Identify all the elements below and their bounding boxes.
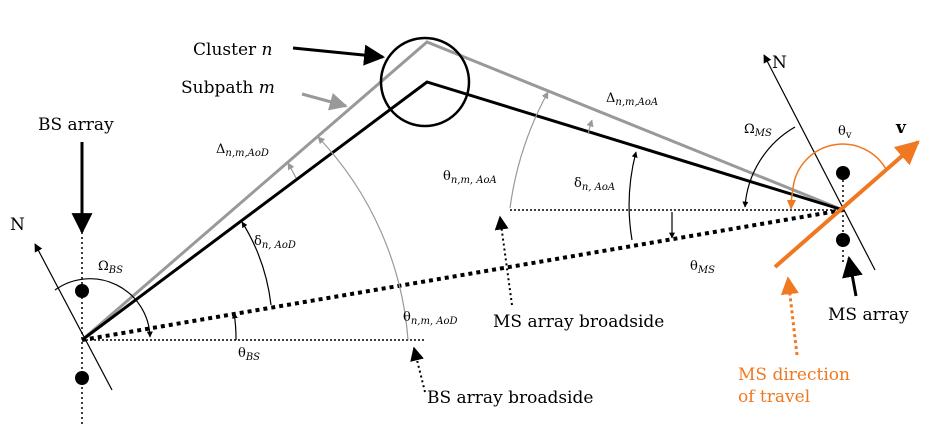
- delta-nm-aod-arc: [287, 162, 297, 179]
- velocity-label: v: [895, 118, 907, 138]
- north-bs-label: N: [10, 215, 25, 235]
- omega-bs-arc: [54, 278, 153, 338]
- theta-bs-arc: [231, 312, 238, 341]
- ms-direction-pointer: [780, 276, 799, 356]
- ms-broadside-pointer: [494, 215, 513, 306]
- bs-array-label: BS array: [38, 115, 114, 135]
- bs-broadside-pointer: [410, 346, 426, 393]
- subpath-m: [81, 40, 844, 342]
- delta-aoa-arc: [628, 151, 638, 241]
- cluster-circle: [379, 36, 471, 128]
- theta-nm-aoa-label: θn,m, AoA: [443, 169, 497, 186]
- delta-n-aod-label: δn, AoD: [254, 234, 296, 251]
- theta-v-label: θv: [838, 124, 852, 141]
- theta-v-arc-head: [787, 200, 796, 210]
- ms-array-element-top: [836, 166, 850, 180]
- bs-north-axis: [34, 243, 113, 391]
- delta-aod-arc: [241, 221, 272, 306]
- omega-ms-label: ΩMS: [744, 122, 772, 139]
- ms-broadside-label: MS array broadside: [493, 312, 664, 332]
- omega-bs-label: ΩBS: [98, 259, 123, 276]
- omega-ms-arc: [742, 126, 796, 208]
- theta-nm-aoa-arc: [509, 91, 549, 209]
- delta-nm-aod-label: Δn,m,AoD: [216, 142, 269, 159]
- ms-travel-line: [773, 140, 920, 269]
- ms-array-label: MS array: [828, 305, 909, 325]
- cluster-pointer-arrow: [292, 44, 386, 66]
- north-ms-label: N: [772, 53, 787, 73]
- delta-n-aoa-label: δn, AoA: [574, 176, 615, 193]
- bs-array-element-top: [75, 284, 89, 298]
- ms-direction-label-1: MS direction: [738, 365, 850, 385]
- theta-v-arc: [790, 143, 888, 204]
- bs-array-element-bottom: [75, 371, 89, 385]
- cluster-label: Cluster n: [193, 40, 273, 60]
- cluster-n-path: [81, 80, 844, 342]
- theta-nm-aod-label: θn,m, AoD: [403, 310, 458, 327]
- subpath-pointer-arrow: [301, 92, 348, 111]
- theta-bs-label: θBS: [238, 346, 260, 363]
- delta-nm-aoa-label: Δn,m,AoA: [606, 91, 658, 108]
- bs-broadside-label: BS array broadside: [427, 388, 593, 408]
- subpath-label: Subpath m: [181, 78, 275, 98]
- theta-ms-label: θMS: [690, 259, 715, 276]
- ms-array-element-bottom: [836, 233, 850, 247]
- delta-nm-aoa-arc: [586, 119, 594, 135]
- ms-direction-label-2: of travel: [738, 387, 810, 407]
- theta-nm-aod-arc: [317, 136, 409, 341]
- los-path: [81, 208, 844, 342]
- ms-north-axis: [763, 54, 876, 271]
- ms-array-pointer-arrow: [842, 255, 863, 297]
